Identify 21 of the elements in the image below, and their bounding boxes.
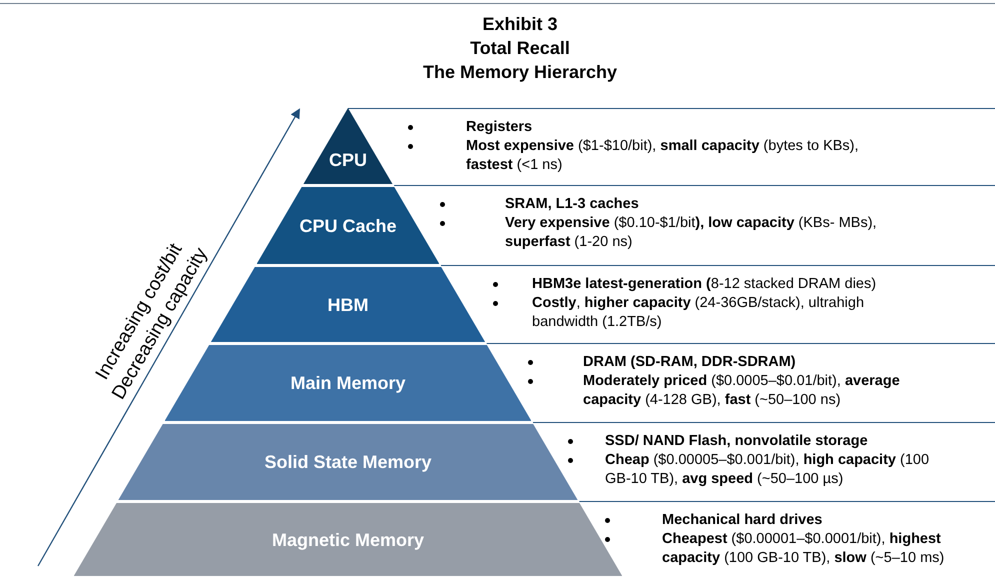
bullet-text: Very expensive ($0.10-$1/bit), low capacity (KBs- MBs), superfast (1-20 ns) [505, 214, 878, 252]
bullet-text: Costly, higher capacity (24-36GB/stack), ultrahigh bandwidth (1.2TB/s) [532, 294, 866, 332]
title-line: Total Recall [470, 37, 570, 60]
bullet-text: SSD/ NAND Flash, nonvolatile storage [605, 432, 869, 451]
tier-label: CPU [328, 149, 367, 171]
tier-label: Main Memory [290, 372, 406, 394]
bullet-text: Most expensive ($1-$10/bit), small capacity (bytes to KBs), fastest (<1 ns) [466, 137, 860, 175]
tier-label: CPU Cache [299, 214, 396, 236]
bullet-text: HBM3e latest-generation (8-12 stacked DRAM dies) [532, 275, 878, 294]
bullet-text: Cheapest ($0.00001–$0.0001/bit), highest capacity (100 GB-10 TB), slow (~5–10 ms) [662, 530, 946, 568]
tier-label: HBM [327, 294, 368, 316]
bullet-text: DRAM (SD-RAM, DDR-SDRAM) [583, 353, 797, 372]
bullet-text: SRAM, L1-3 caches [505, 195, 640, 214]
tier-label: Magnetic Memory [272, 528, 424, 550]
title: Exhibit 3 [482, 13, 558, 36]
title-line: The Memory Hierarchy [422, 61, 618, 84]
bullet-text: Mechanical hard drives [662, 511, 824, 530]
bullet-text: Cheap ($0.00005–$0.001/bit), high capacity (100 GB-10 TB), avg speed (~50–100 µs) [605, 451, 930, 489]
tier-label: Solid State Memory [264, 451, 432, 473]
bullet-text: Registers [466, 118, 534, 137]
bullet-text: Moderately priced ($0.0005–$0.01/bit), average capacity (4-128 GB), fast (~50–100 ns) [583, 372, 901, 410]
